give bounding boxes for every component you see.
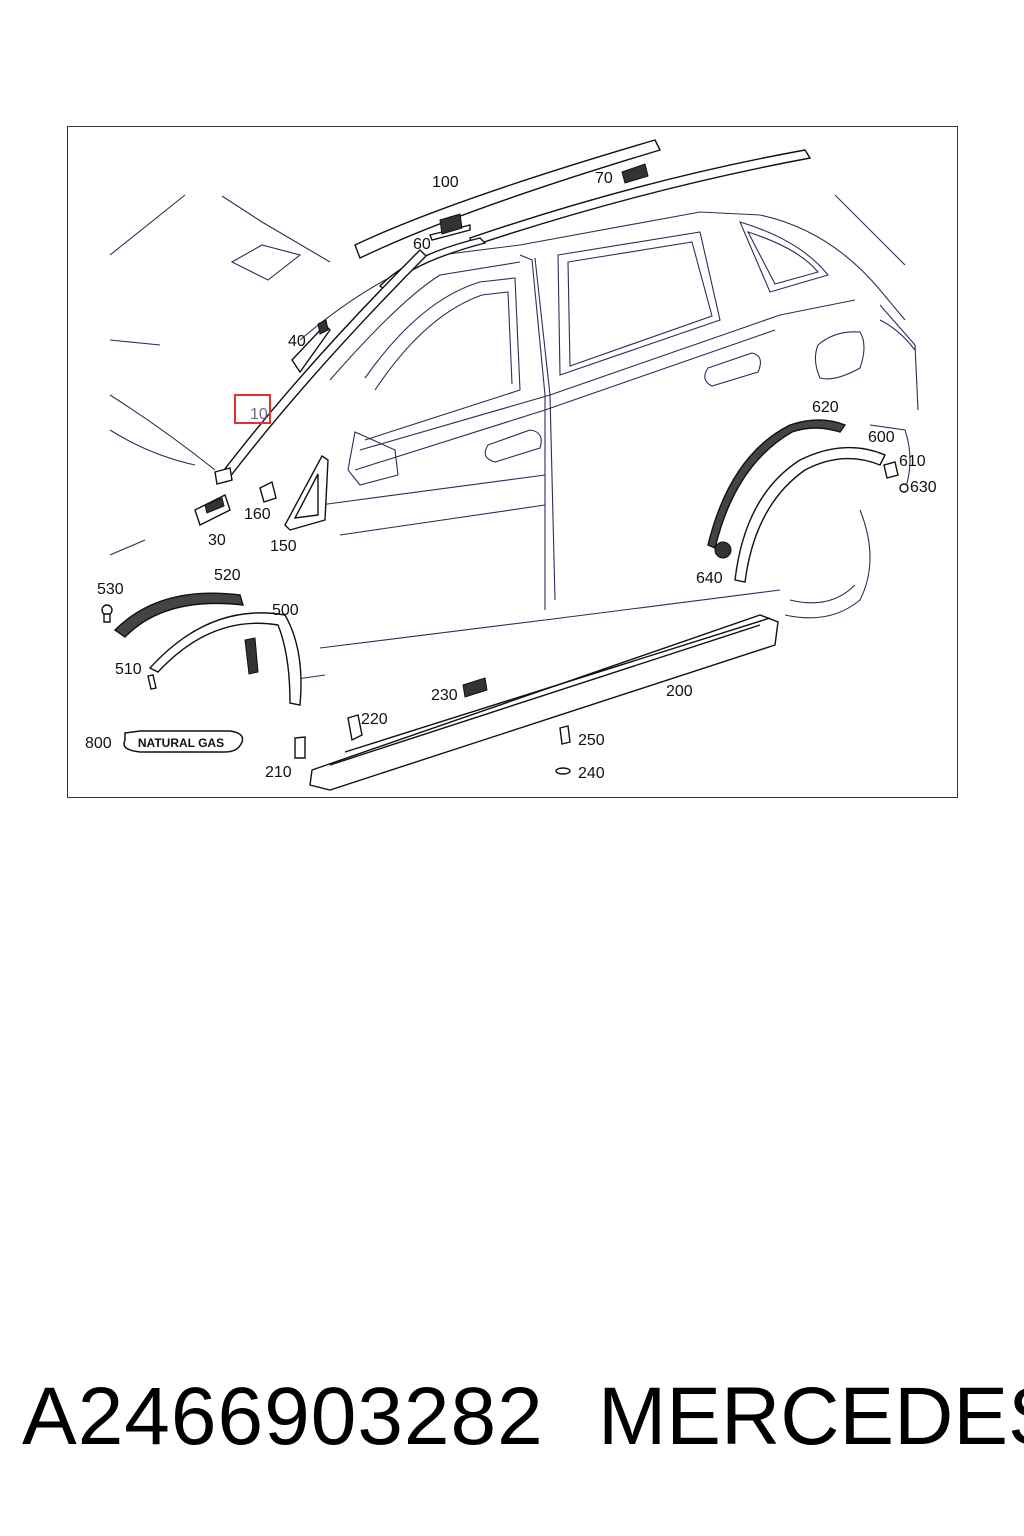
- a-pillar-trim: [214, 249, 427, 485]
- callout-800: 800: [85, 735, 112, 752]
- front-wheel-arch: [101, 592, 302, 706]
- callout-610: 610: [899, 453, 926, 470]
- callout-600: 600: [868, 429, 895, 446]
- parts-diagram: NATURAL GAS 10 100 70 60 40 160 30 150 6…: [85, 139, 937, 791]
- callout-100: 100: [432, 174, 459, 191]
- roof-rail-assembly: [354, 139, 812, 291]
- callout-160: 160: [244, 506, 271, 523]
- side-skirt: [294, 614, 779, 791]
- callout-30: 30: [208, 532, 226, 549]
- callout-150: 150: [270, 538, 297, 555]
- callout-500: 500: [272, 602, 299, 619]
- callout-530: 530: [97, 581, 124, 598]
- callout-240: 240: [578, 765, 605, 782]
- callout-40: 40: [288, 333, 306, 350]
- callout-630: 630: [910, 479, 937, 496]
- callout-60: 60: [413, 236, 431, 253]
- highlight-box: [234, 394, 271, 424]
- callout-510: 510: [115, 661, 142, 678]
- callout-220: 220: [361, 711, 388, 728]
- rear-wheel-arch: [707, 419, 909, 583]
- callout-230: 230: [431, 687, 458, 704]
- footer: A2466903282 MERCEDES: [0, 1370, 1024, 1480]
- callout-200: 200: [666, 683, 693, 700]
- callout-620: 620: [812, 399, 839, 416]
- callout-labels: 10 100 70 60 40 160 30 150 620 600 610 6…: [85, 170, 937, 782]
- callout-250: 250: [578, 732, 605, 749]
- callout-210: 210: [265, 764, 292, 781]
- callout-10: 10: [250, 406, 268, 423]
- clip-parts: [194, 319, 331, 531]
- car-body-outline: [109, 194, 919, 681]
- part-number: A2466903282: [22, 1371, 544, 1462]
- callout-640: 640: [696, 570, 723, 587]
- callout-520: 520: [214, 567, 241, 584]
- natural-gas-badge: NATURAL GAS: [123, 730, 244, 753]
- callout-70: 70: [595, 170, 613, 187]
- brand-name: MERCEDES: [598, 1371, 1024, 1462]
- badge-text: NATURAL GAS: [138, 736, 224, 750]
